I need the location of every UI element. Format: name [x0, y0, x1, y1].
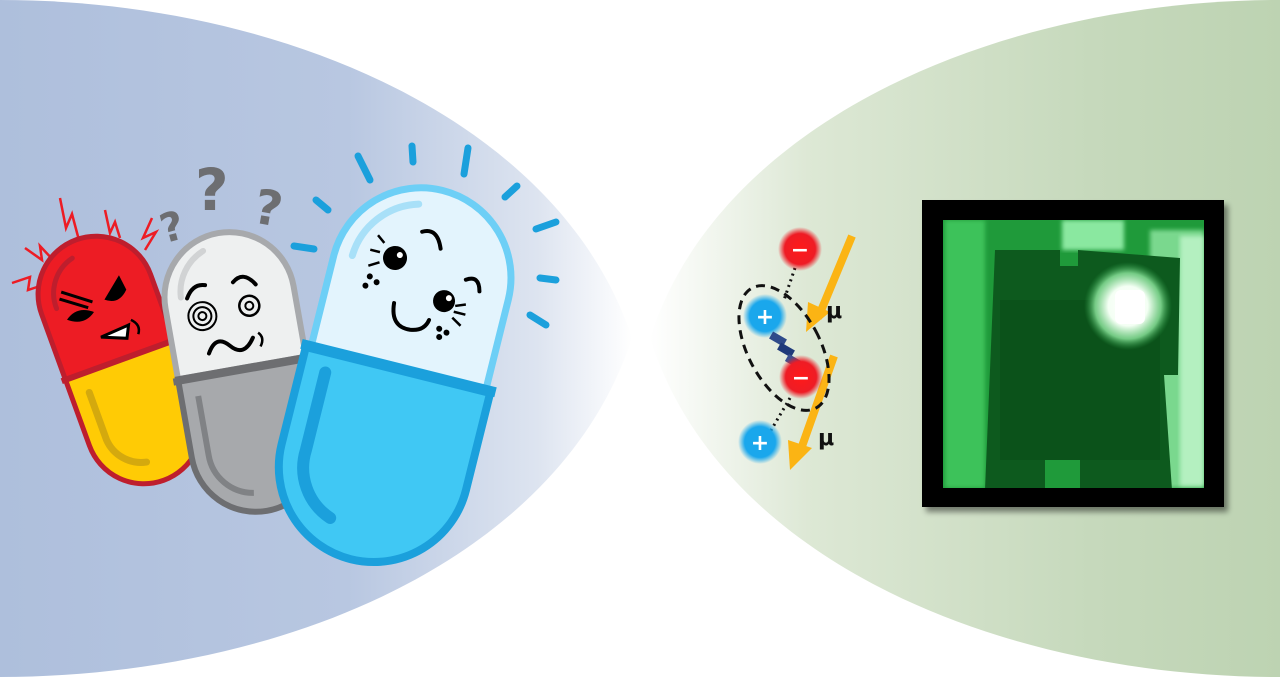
- ion-pair-outline: [737, 284, 831, 412]
- happy-capsule: [274, 184, 515, 566]
- svg-text:+: +: [751, 431, 769, 456]
- dipole-label: μ: [818, 426, 834, 451]
- svg-text:−: −: [792, 366, 810, 391]
- cation-icon: +: [743, 294, 787, 338]
- svg-text:+: +: [756, 305, 774, 330]
- dipole-arrow-icon: [806, 234, 856, 332]
- dipole-arrow-icon: [788, 354, 838, 470]
- anion-icon: −: [778, 227, 822, 271]
- anger-spark-icons: [11, 197, 160, 292]
- dipole-diagram: − + − + μ μ: [737, 227, 856, 470]
- sparkle-lines-icon: [290, 142, 560, 329]
- svg-text:−: −: [791, 238, 809, 263]
- left-illustration: ? ? ?: [11, 142, 560, 566]
- question-mark-icon: ?: [195, 156, 229, 224]
- dipole-label: μ: [826, 299, 842, 324]
- cation-icon: +: [738, 420, 782, 464]
- anion-icon: −: [779, 355, 823, 399]
- fluorescence-micrograph: [922, 200, 1224, 507]
